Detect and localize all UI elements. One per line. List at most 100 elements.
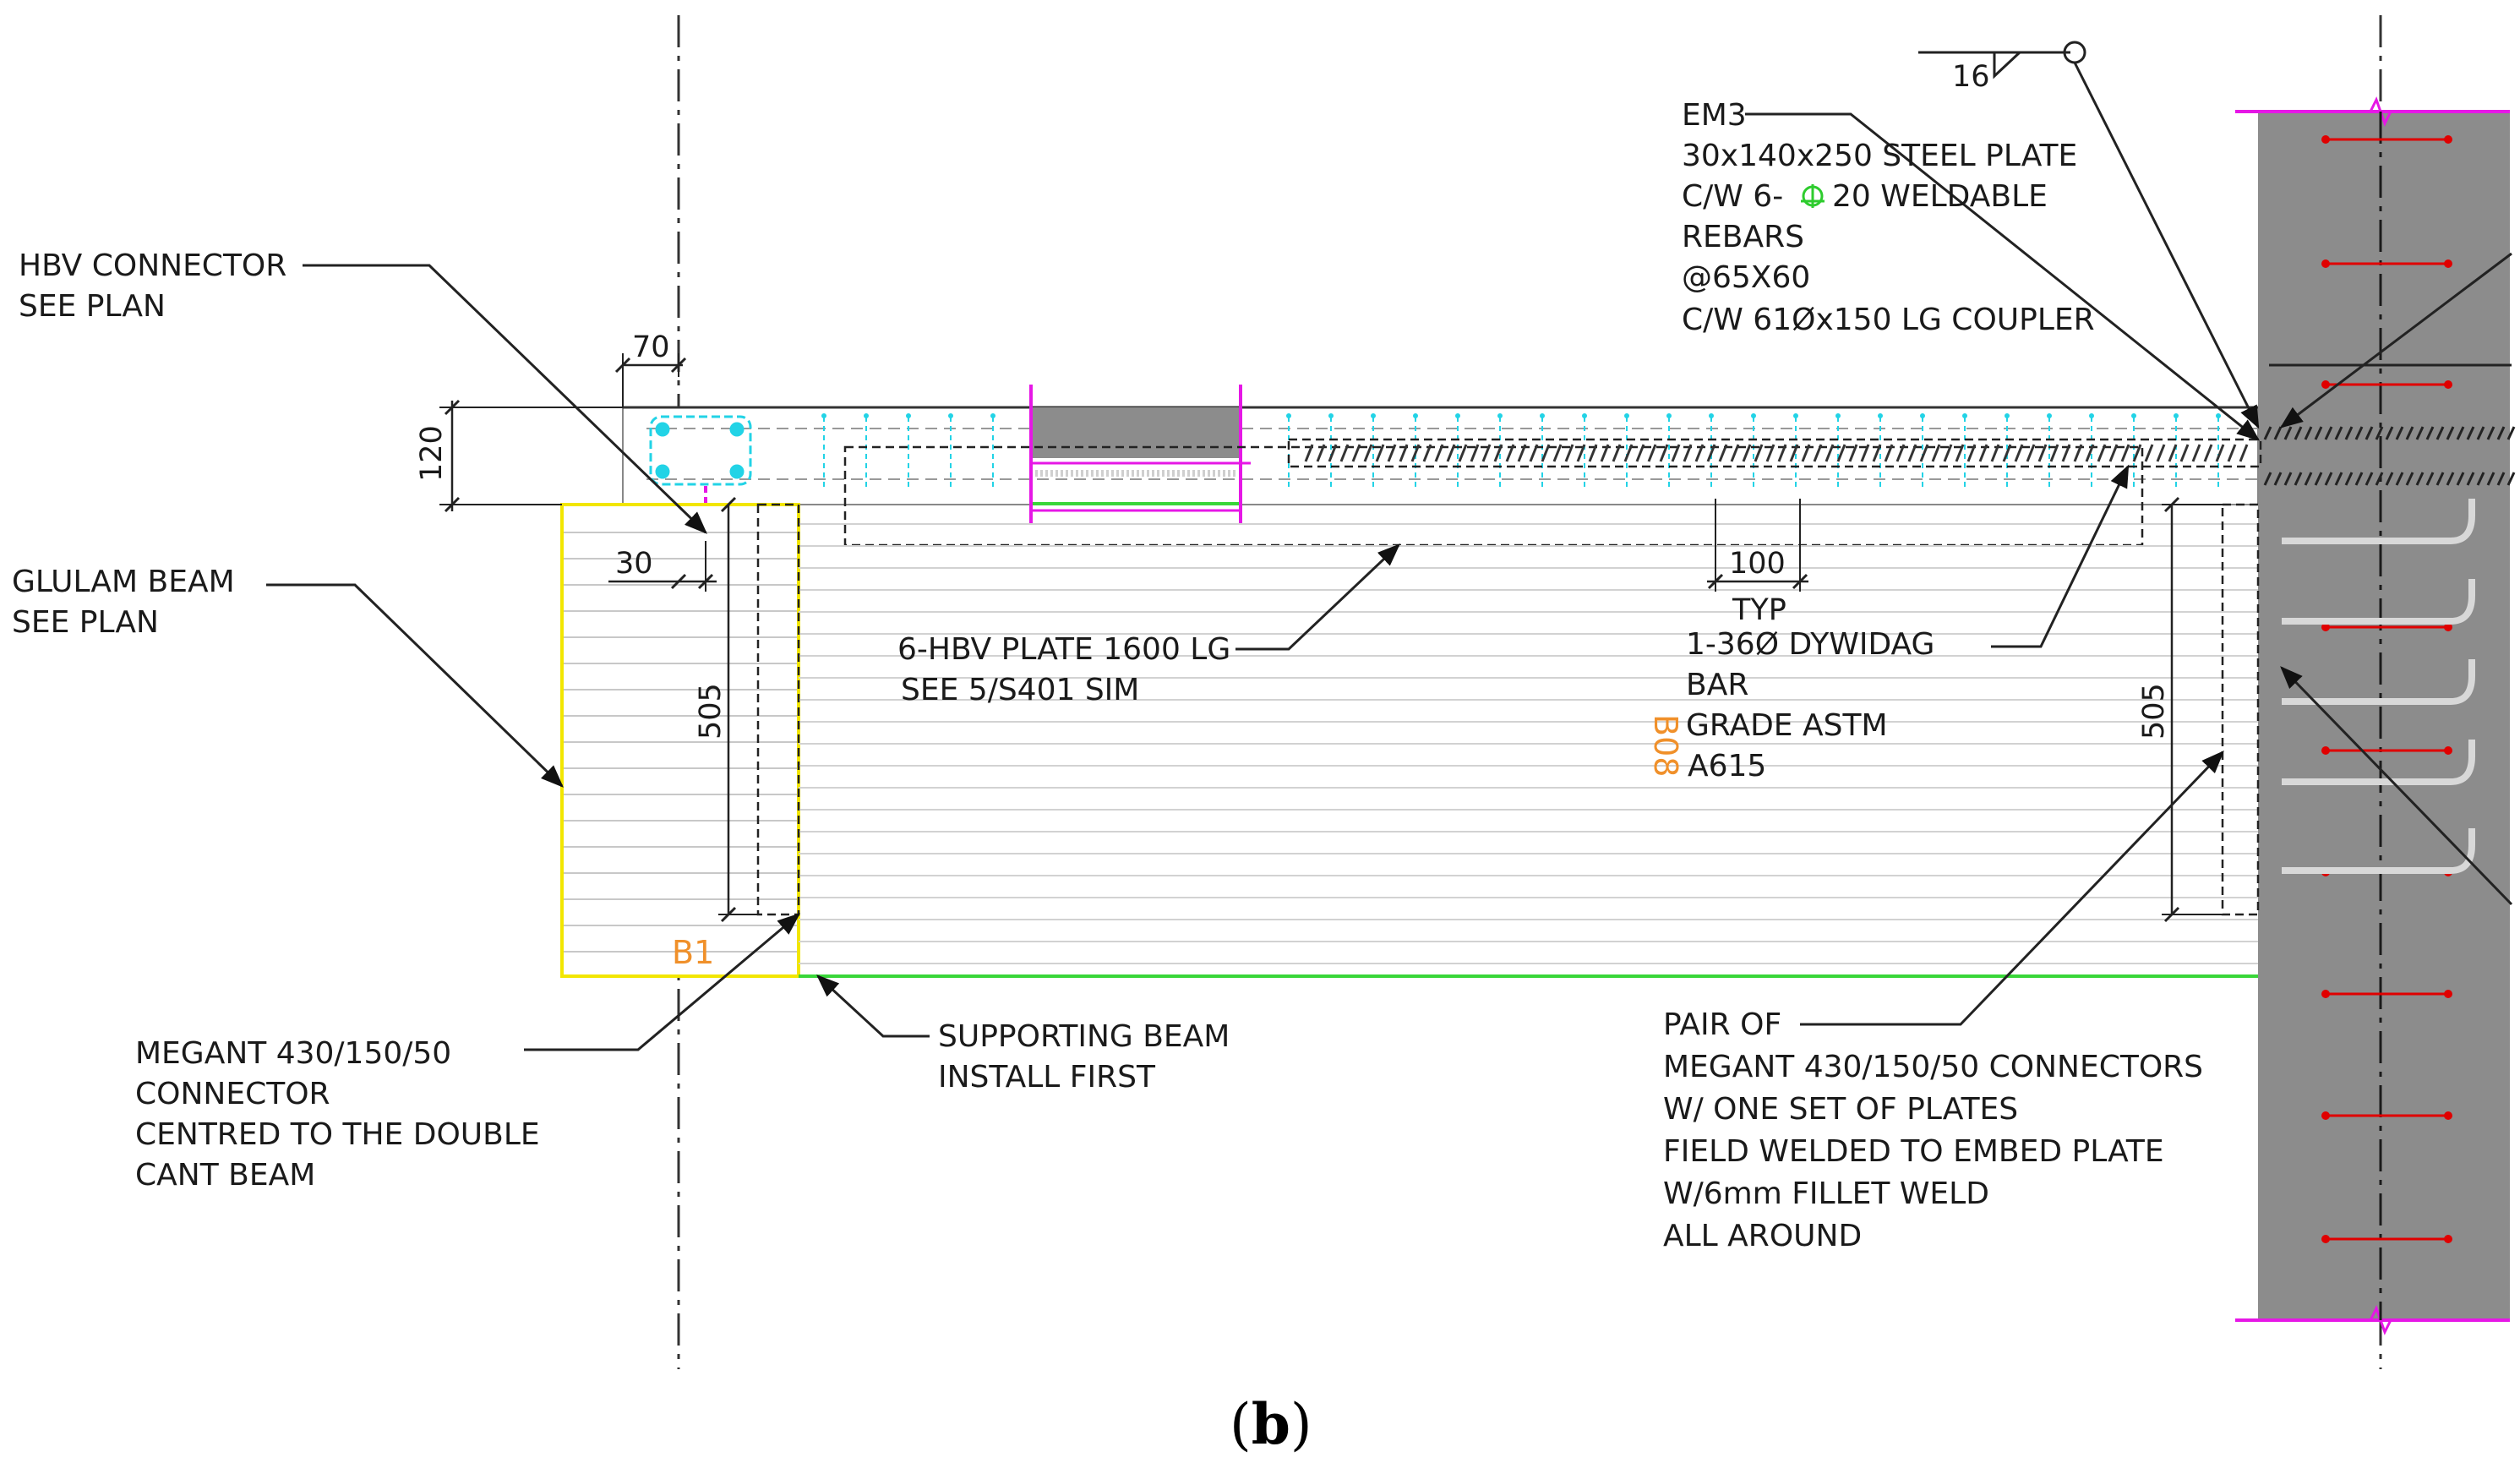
wall-rebar-thread (2425, 426, 2435, 440)
thread-mark (1730, 444, 1740, 462)
wall-rebar-thread (2476, 426, 2485, 440)
label-em3-line4: REBARS (1682, 220, 1804, 254)
hooked-bar (2282, 499, 2475, 544)
label-megant-left: MEGANT 430/150/50 CONNECTOR CENTRED TO T… (135, 1036, 540, 1193)
thread-mark (1907, 444, 1917, 462)
thread-mark (1493, 444, 1503, 462)
wall-rebar-thread (2435, 426, 2445, 440)
thread-mark (2061, 444, 2071, 462)
label-glulam-beam: GLULAM BEAM SEE PLAN (12, 565, 235, 640)
thread-mark (1990, 444, 2000, 462)
wall-rebar-thread (2466, 426, 2475, 440)
caption-open-paren: ( (1230, 1392, 1252, 1457)
hbv-screw-head (1666, 413, 1672, 418)
tag-b1: B1 (672, 934, 714, 971)
hbv-screw-head (1920, 413, 1925, 418)
hbv-screw-head (1413, 413, 1418, 418)
thread-mark (1434, 444, 1444, 462)
label-hbv-connector: HBV CONNECTOR SEE PLAN (19, 248, 286, 324)
em3-leader (1745, 112, 2261, 441)
thread-mark (1860, 444, 1870, 462)
wall-rebar-thread (2314, 472, 2323, 486)
thread-mark (2227, 444, 2237, 462)
wall-rebar-thread (2304, 472, 2313, 486)
thread-mark (1458, 444, 1468, 462)
thread-mark (2002, 444, 2012, 462)
thread-mark (1410, 444, 1421, 462)
wall-rebar-thread (2294, 472, 2303, 486)
wall-tie-end (2321, 135, 2330, 144)
wall-tie-end (2444, 1235, 2452, 1243)
dim-100-slash-l (1707, 573, 1724, 590)
hbv-screw-head (1751, 413, 1756, 418)
thread-mark (2037, 444, 2048, 462)
dywidag-threaded-bar (1304, 426, 2516, 486)
wall-rebar-thread (2334, 472, 2343, 486)
wall-leader-1 (2279, 252, 2512, 429)
caption-close-paren: ) (1290, 1392, 1312, 1457)
wall-tie-end (2444, 623, 2452, 631)
wall-rebar-thread (2354, 426, 2364, 440)
thread-mark (1884, 444, 1894, 462)
hbv-screw-head (906, 413, 911, 418)
label-dywidag-line2: BAR (1686, 668, 1748, 702)
wall-rebar-thread (2486, 426, 2495, 440)
thread-mark (2097, 444, 2107, 462)
dim-70-slash-l (614, 357, 631, 374)
thread-mark (1872, 444, 1882, 462)
label-pair-of-line5: W/6mm FILLET WELD (1663, 1176, 1989, 1211)
thread-mark (1399, 444, 1409, 462)
thread-mark (1328, 444, 1338, 462)
dim-505-right-text: 505 (2137, 683, 2171, 740)
label-dywidag: 1-36Ø DYWIDAG BAR GRADE ASTM A615 (1686, 627, 1934, 783)
thread-mark (1316, 444, 1326, 462)
thread-mark (1777, 444, 1787, 462)
thread-mark (1470, 444, 1480, 462)
hbv-plate-leader (1235, 543, 1400, 651)
wall-rebar-thread (2375, 426, 2384, 440)
wall-rebar-thread (2496, 472, 2506, 486)
thread-mark (1375, 444, 1385, 462)
dim-typ-text: TYP (1732, 593, 1786, 627)
thread-mark (1966, 444, 1977, 462)
thread-mark (2026, 444, 2036, 462)
label-megant-left-line3: CENTRED TO THE DOUBLE (135, 1117, 540, 1152)
thread-mark (1600, 444, 1610, 462)
megant-left-leader (524, 913, 801, 1051)
wall-tie-end (2444, 1111, 2452, 1120)
hbv-screw-head (1286, 413, 1291, 418)
label-megant-left-line2: CONNECTOR (135, 1077, 330, 1111)
weld-arrow (2073, 62, 2260, 429)
thread-mark (2120, 444, 2130, 462)
label-hbv-plate-line1: 6-HBV PLATE 1600 LG (897, 632, 1230, 667)
thread-mark (1623, 444, 1634, 462)
label-pair-of-line3: W/ ONE SET OF PLATES (1663, 1092, 2018, 1127)
label-supporting-beam: SUPPORTING BEAM INSTALL FIRST (938, 1019, 1230, 1095)
wall-rebar-thread (2466, 472, 2475, 486)
wall-tie-end (2321, 746, 2330, 755)
thread-mark (1552, 444, 1563, 462)
label-em3-line3b: 20 WELDABLE (1832, 179, 2048, 214)
wall-rebar-thread (2344, 426, 2354, 440)
label-em3-line1: EM3 (1682, 98, 1747, 133)
thread-mark (2215, 444, 2225, 462)
thread-mark (1978, 444, 1988, 462)
slab-outline (622, 407, 2259, 505)
wall-tie-end (2444, 259, 2452, 268)
wall-rebar-thread (2314, 426, 2323, 440)
hbv-screw-head (2047, 413, 2052, 418)
label-megant-left-line1: MEGANT 430/150/50 (135, 1036, 451, 1071)
dywidag-leader (1991, 464, 2130, 648)
thread-mark (1564, 444, 1574, 462)
hbv-screw-head (990, 413, 995, 418)
hbv-screw-head (1835, 413, 1841, 418)
wall-tie-end (2321, 380, 2330, 389)
wall-tie-end (2321, 990, 2330, 998)
hbv-screw-head (1624, 413, 1629, 418)
hbv-screw-head (1582, 413, 1587, 418)
wall-rebar-thread (2415, 426, 2425, 440)
wall-rebar-thread (2273, 426, 2283, 440)
wall-rebar-thread (2395, 426, 2404, 440)
thread-mark (2144, 444, 2154, 462)
